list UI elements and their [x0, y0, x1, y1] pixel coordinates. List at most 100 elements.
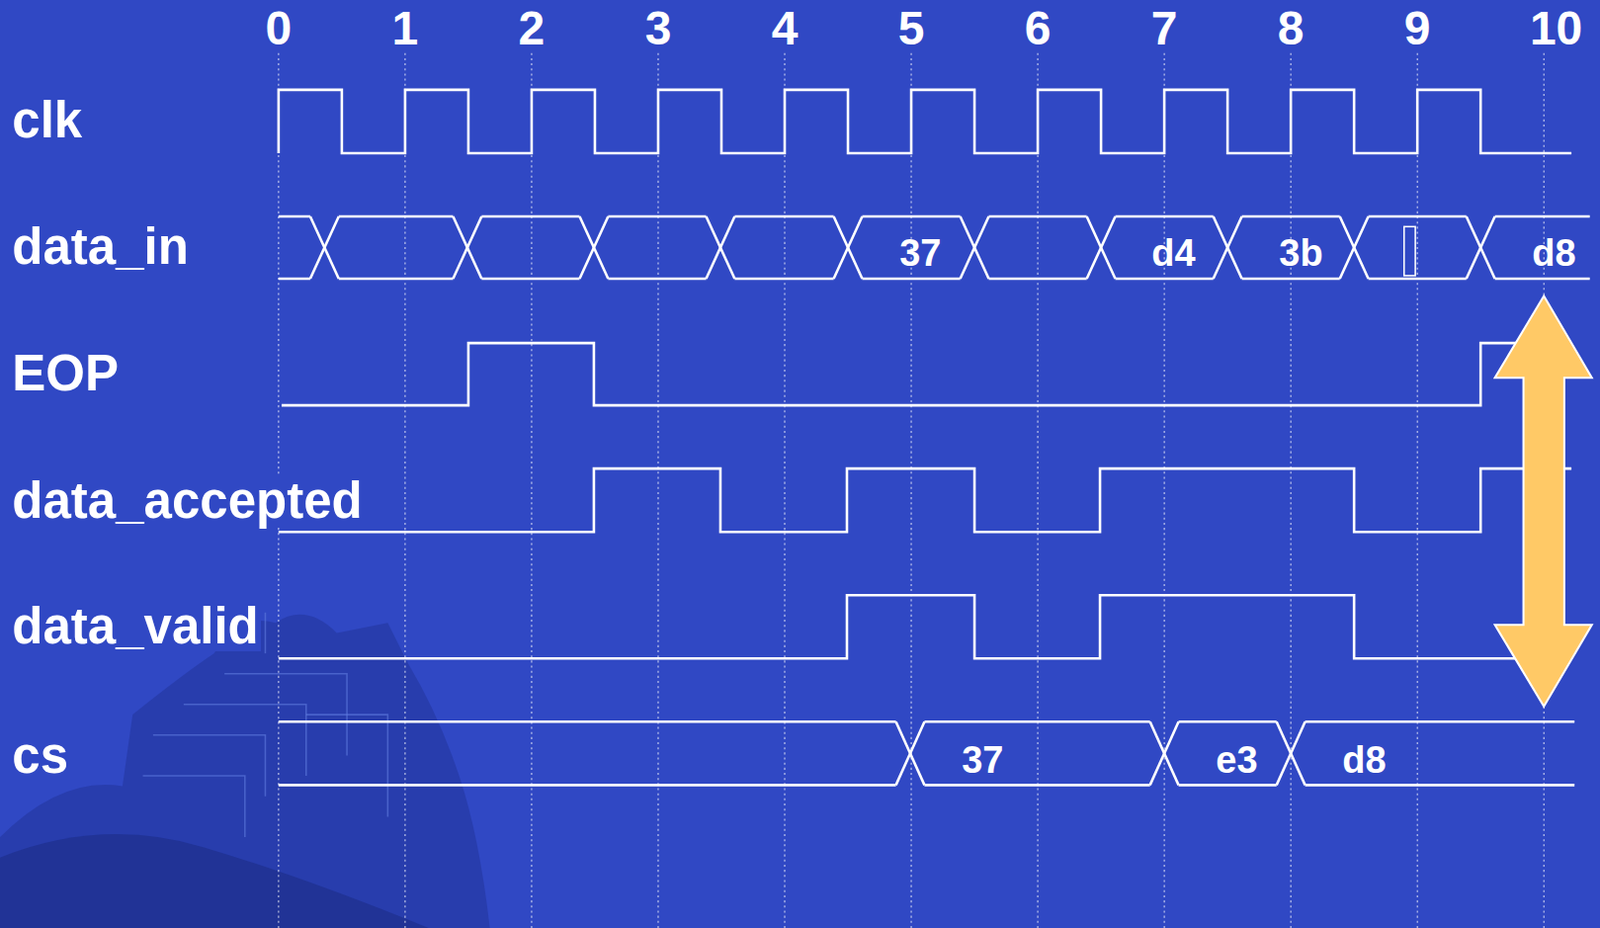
bus-edge	[734, 277, 834, 281]
bus-edge	[338, 215, 454, 219]
bus-transition	[896, 721, 926, 785]
time-tick: 3	[645, 4, 673, 53]
bus-transition	[452, 216, 482, 279]
bus-transition	[310, 216, 339, 279]
grid-line	[1290, 53, 1292, 928]
data-accepted-waveform	[278, 468, 1572, 532]
signal-name: data_accepted	[9, 475, 364, 526]
grid-line	[1037, 53, 1039, 928]
bus-value: d8	[1531, 234, 1576, 272]
grid-line	[1417, 53, 1419, 928]
signal-name: clk	[9, 94, 85, 146]
bus-edge	[1178, 783, 1277, 787]
circuit-trace	[306, 714, 389, 817]
double-arrow	[1495, 296, 1593, 707]
time-tick: 10	[1529, 4, 1583, 53]
bus-edge	[1178, 720, 1277, 724]
circuit-trace	[153, 735, 266, 797]
bus-transition	[706, 216, 736, 279]
signal-name: cs	[9, 730, 71, 781]
clock-waveform	[278, 89, 1572, 154]
bus-value: e3	[1215, 741, 1258, 779]
bus-edge	[1242, 215, 1341, 219]
puzzle-piece	[0, 614, 491, 928]
time-tick: 0	[265, 4, 293, 53]
circuit-trace	[143, 775, 246, 838]
bus-transition	[1150, 721, 1179, 785]
bus-edge	[1305, 783, 1576, 787]
bus-edge	[338, 277, 454, 281]
time-tick: 2	[518, 4, 546, 53]
bus-transition	[960, 216, 990, 279]
bus-transition	[1466, 216, 1496, 279]
bus-transition	[1087, 216, 1116, 279]
bus-edge	[924, 783, 1150, 787]
bus-transition	[579, 216, 608, 279]
bus-transition	[1276, 721, 1306, 785]
bus-transition	[1213, 216, 1243, 279]
time-tick: 9	[1404, 4, 1432, 53]
bus-edge	[861, 215, 960, 219]
signal-name: EOP	[9, 347, 121, 399]
bus-transition	[452, 216, 482, 279]
bus-value: d8	[1342, 741, 1386, 779]
cs-bus	[278, 721, 1575, 785]
puzzle-illustration	[0, 612, 491, 928]
data-in-bus	[278, 216, 1591, 279]
time-tick: 6	[1024, 4, 1052, 53]
grid-line	[657, 53, 659, 928]
bus-transition	[1466, 216, 1496, 279]
circuit-trace	[264, 612, 267, 654]
puzzle-shadow	[0, 834, 429, 928]
bus-value: 37	[961, 741, 1004, 779]
bus-edge	[861, 277, 960, 281]
bus-transition	[834, 216, 863, 279]
bus-transition	[896, 721, 926, 785]
bus-edge	[278, 277, 311, 281]
bus-edge	[278, 783, 897, 787]
bus-edge	[924, 720, 1150, 724]
bus-value: d4	[1151, 234, 1195, 272]
bus-edge	[1115, 215, 1214, 219]
bus-edge	[1305, 720, 1576, 724]
bus-edge	[734, 215, 834, 219]
time-tick: 5	[898, 4, 926, 53]
bus-edge	[481, 277, 580, 281]
time-tick: 7	[1151, 4, 1179, 53]
bus-edge	[481, 215, 580, 219]
grid-line	[783, 53, 785, 928]
time-tick: 4	[771, 4, 799, 53]
signal-name: data_in	[9, 221, 191, 272]
grid-line	[1164, 53, 1166, 928]
bus-edge	[607, 215, 706, 219]
time-tick: 1	[392, 4, 420, 53]
bus-edge	[278, 215, 311, 219]
bus-transition	[1340, 216, 1369, 279]
bus-transition	[1150, 721, 1179, 785]
grid-line	[404, 53, 406, 928]
bus-transition	[579, 216, 608, 279]
circuit-trace	[183, 704, 307, 776]
signal-name: data_valid	[9, 600, 260, 652]
bus-edge	[607, 277, 706, 281]
bus-edge	[989, 215, 1088, 219]
bus-transition	[1340, 216, 1369, 279]
bus-edge	[1495, 277, 1591, 281]
bus-edge	[1495, 215, 1591, 219]
bus-edge	[1368, 215, 1467, 219]
data-valid-waveform	[278, 594, 1572, 659]
bus-value: 3b	[1278, 234, 1323, 272]
grid-line	[911, 53, 913, 928]
bus-transition	[960, 216, 990, 279]
bus-edge	[278, 720, 897, 724]
bus-transition	[310, 216, 339, 279]
bus-transition	[1087, 216, 1116, 279]
bus-value: 37	[899, 234, 941, 272]
bus-edge	[1368, 277, 1467, 281]
bus-transition	[1276, 721, 1306, 785]
grid-line	[530, 53, 532, 928]
bus-edge	[989, 277, 1088, 281]
bus-transition	[834, 216, 863, 279]
